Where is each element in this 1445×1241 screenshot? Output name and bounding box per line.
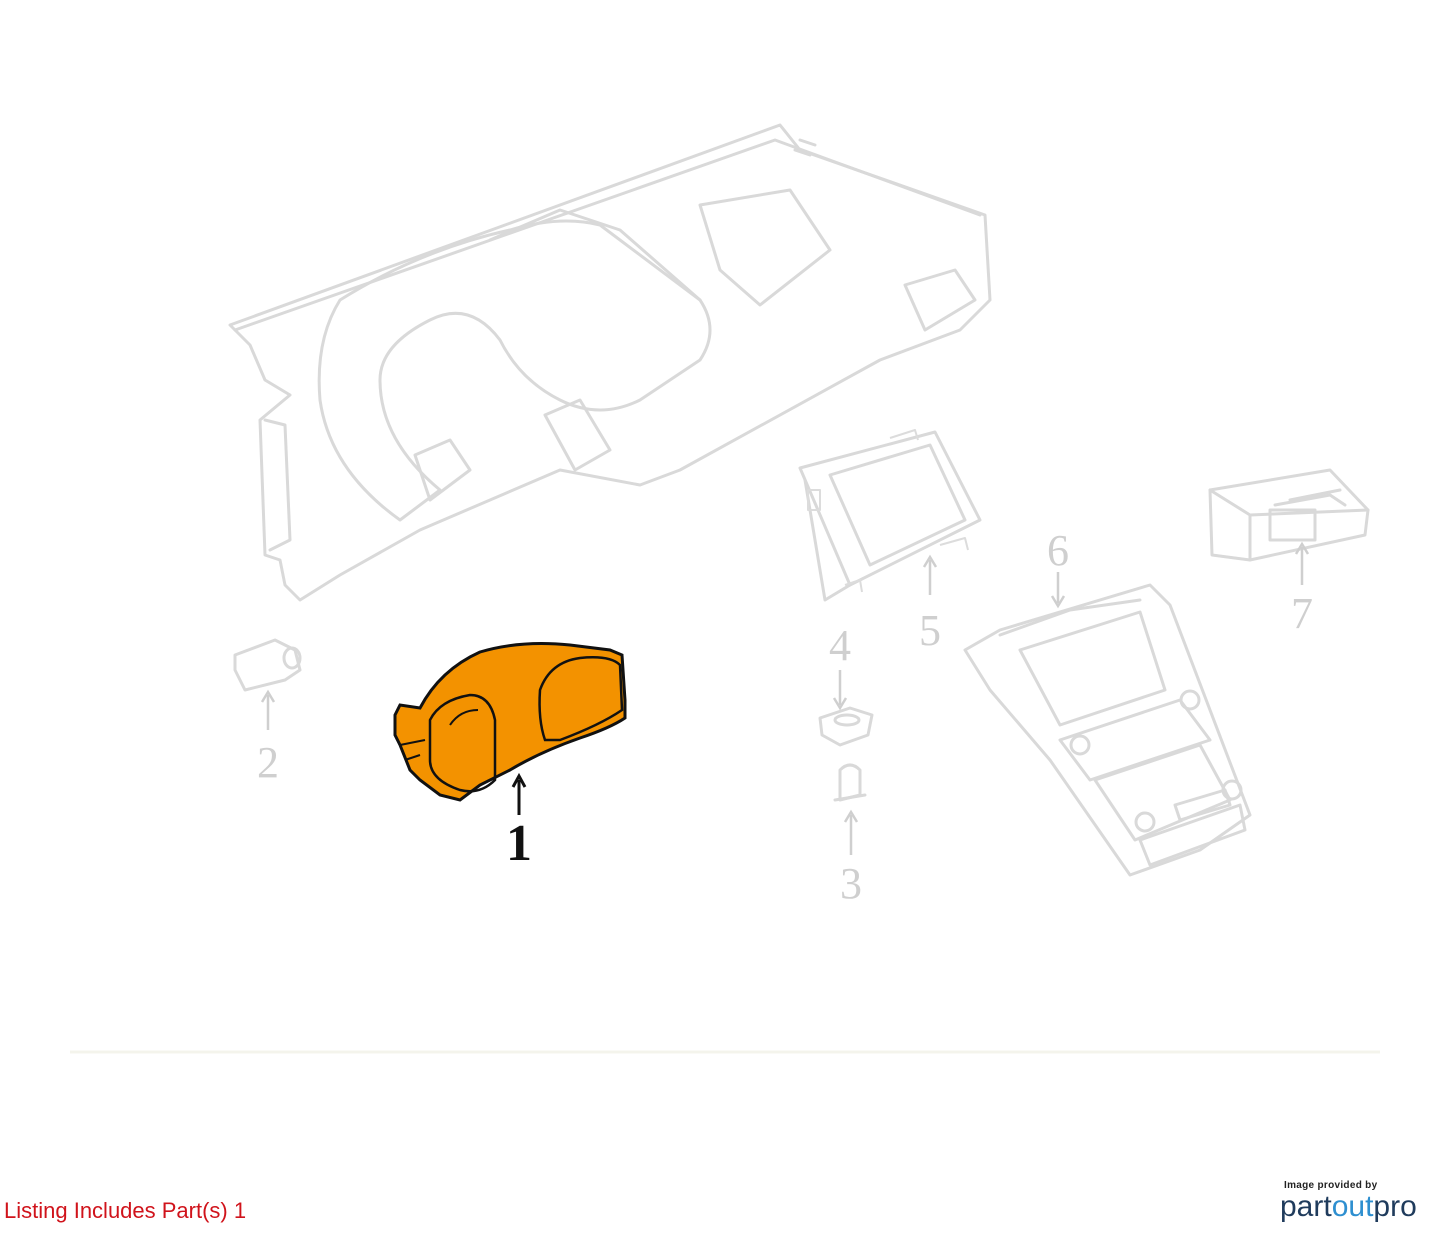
- callout-3: 3: [840, 859, 862, 908]
- brand-suffix: pro: [1373, 1190, 1417, 1223]
- callout-5: 5: [919, 606, 941, 655]
- part-1-instrument-cluster: [393, 642, 627, 815]
- part-7-climate-module: [1208, 468, 1370, 585]
- part-5-display: [798, 429, 982, 602]
- dashboard-outline: [228, 123, 992, 602]
- part-4-bracket: [818, 670, 874, 747]
- brand-prefix: part: [1280, 1190, 1332, 1223]
- callout-7: 7: [1291, 589, 1313, 638]
- brand-accent: out: [1331, 1190, 1374, 1223]
- callout-1: 1: [506, 815, 532, 872]
- part-3-socket: [833, 763, 867, 855]
- callout-6: 6: [1047, 526, 1069, 575]
- image-provided-by: Image provided by: [1284, 1180, 1378, 1191]
- part-6-console: [963, 572, 1252, 877]
- callout-4: 4: [829, 621, 851, 670]
- callout-2: 2: [257, 738, 279, 787]
- part-2-switch: [233, 638, 302, 730]
- listing-includes-text: Listing Includes Part(s) 1: [4, 1198, 247, 1223]
- partoutpro-logo: partoutpro: [1280, 1190, 1417, 1224]
